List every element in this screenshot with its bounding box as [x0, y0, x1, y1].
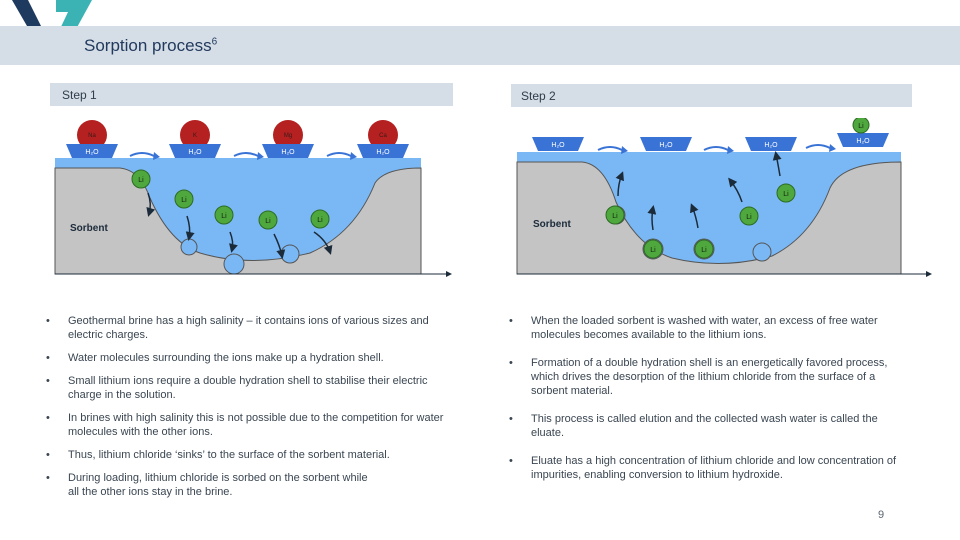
- slide-title: Sorption process6: [84, 36, 218, 55]
- step2-label: Step 2: [521, 89, 556, 103]
- svg-text:H₂O: H₂O: [659, 142, 673, 149]
- step1-bullet: Thus, lithium chloride ‘sinks’ to the su…: [46, 448, 452, 462]
- step1-bullet: Water molecules surrounding the ions mak…: [46, 351, 452, 365]
- svg-text:H₂O: H₂O: [856, 138, 870, 145]
- title-bar: [0, 26, 960, 65]
- svg-text:Li: Li: [858, 123, 864, 130]
- step2-bullet: This process is called elution and the c…: [509, 412, 903, 440]
- step1-bullet: Geothermal brine has a high salinity – i…: [46, 314, 452, 342]
- sorbent-body: [516, 161, 902, 275]
- lithium-ion: Li: [131, 169, 151, 189]
- svg-text:Li: Li: [181, 197, 187, 204]
- h2o-molecule: H₂O: [837, 133, 889, 147]
- lithium-ion: Li: [214, 205, 234, 225]
- lithium-ion: Li: [694, 239, 714, 259]
- svg-text:K: K: [193, 133, 197, 139]
- step2-bullet-list: When the loaded sorbent is washed with w…: [509, 314, 903, 491]
- step2-bullet: Formation of a double hydration shell is…: [509, 356, 903, 398]
- h2o-label: H₂O: [85, 149, 99, 156]
- svg-text:Li: Li: [138, 177, 144, 184]
- step1-bullet-list: Geothermal brine has a high salinity – i…: [46, 314, 452, 508]
- h2o-molecule: H₂O: [640, 137, 692, 151]
- svg-text:Li: Li: [650, 247, 656, 254]
- lithium-ion: Li: [739, 206, 759, 226]
- svg-text:Ca: Ca: [379, 133, 387, 139]
- ion-ca: Ca H₂O: [357, 120, 409, 158]
- h2o-molecule: H₂O: [532, 137, 584, 151]
- svg-text:Li: Li: [265, 218, 271, 225]
- svg-text:Li: Li: [783, 191, 789, 198]
- ion-k: K H₂O: [169, 120, 221, 158]
- lithium-ion: Li: [605, 205, 625, 225]
- step2-header: [511, 84, 912, 107]
- step1-bullet: In brines with high salinity this is not…: [46, 411, 452, 439]
- sorbent-label: Sorbent: [70, 223, 108, 234]
- h2o-label: H₂O: [376, 149, 390, 156]
- lithium-ion: Li: [258, 210, 278, 230]
- page-number: 9: [878, 509, 885, 521]
- h2o-molecule: H₂O: [745, 137, 797, 151]
- svg-text:Li: Li: [701, 247, 707, 254]
- lithium-ion-released: Li: [852, 118, 870, 134]
- svg-text:Mg: Mg: [284, 133, 292, 139]
- svg-text:H₂O: H₂O: [551, 142, 565, 149]
- step1-bullet: Small lithium ions require a double hydr…: [46, 374, 452, 402]
- lithium-ion: Li: [174, 189, 194, 209]
- svg-text:Li: Li: [612, 213, 618, 220]
- step2-bullet: When the loaded sorbent is washed with w…: [509, 314, 903, 342]
- svg-text:Na: Na: [88, 133, 96, 139]
- svg-text:H₂O: H₂O: [764, 142, 778, 149]
- svg-text:Li: Li: [221, 213, 227, 220]
- step1-header: [50, 83, 453, 106]
- sorbent-label: Sorbent: [533, 219, 571, 230]
- lithium-ion: Li: [310, 209, 330, 229]
- svg-text:Li: Li: [317, 217, 323, 224]
- step1-label: Step 1: [62, 88, 97, 102]
- step1-diagram: Sorbent Na H₂O K H₂O Mg H₂O Ca H₂O Li Li…: [54, 120, 452, 277]
- svg-text:Li: Li: [746, 214, 752, 221]
- h2o-label: H₂O: [281, 149, 295, 156]
- lithium-ion: Li: [643, 239, 663, 259]
- step2-bullet: Eluate has a high concentration of lithi…: [509, 454, 903, 482]
- ion-na: Na H₂O: [66, 120, 118, 158]
- lithium-ion: Li: [776, 183, 796, 203]
- step1-bullet: During loading, lithium chloride is sorb…: [46, 471, 368, 499]
- ion-mg: Mg H₂O: [262, 120, 314, 158]
- h2o-label: H₂O: [188, 149, 202, 156]
- step2-diagram: Sorbent H₂O H₂O H₂O H₂O Li Li Li Li Li L…: [516, 118, 932, 277]
